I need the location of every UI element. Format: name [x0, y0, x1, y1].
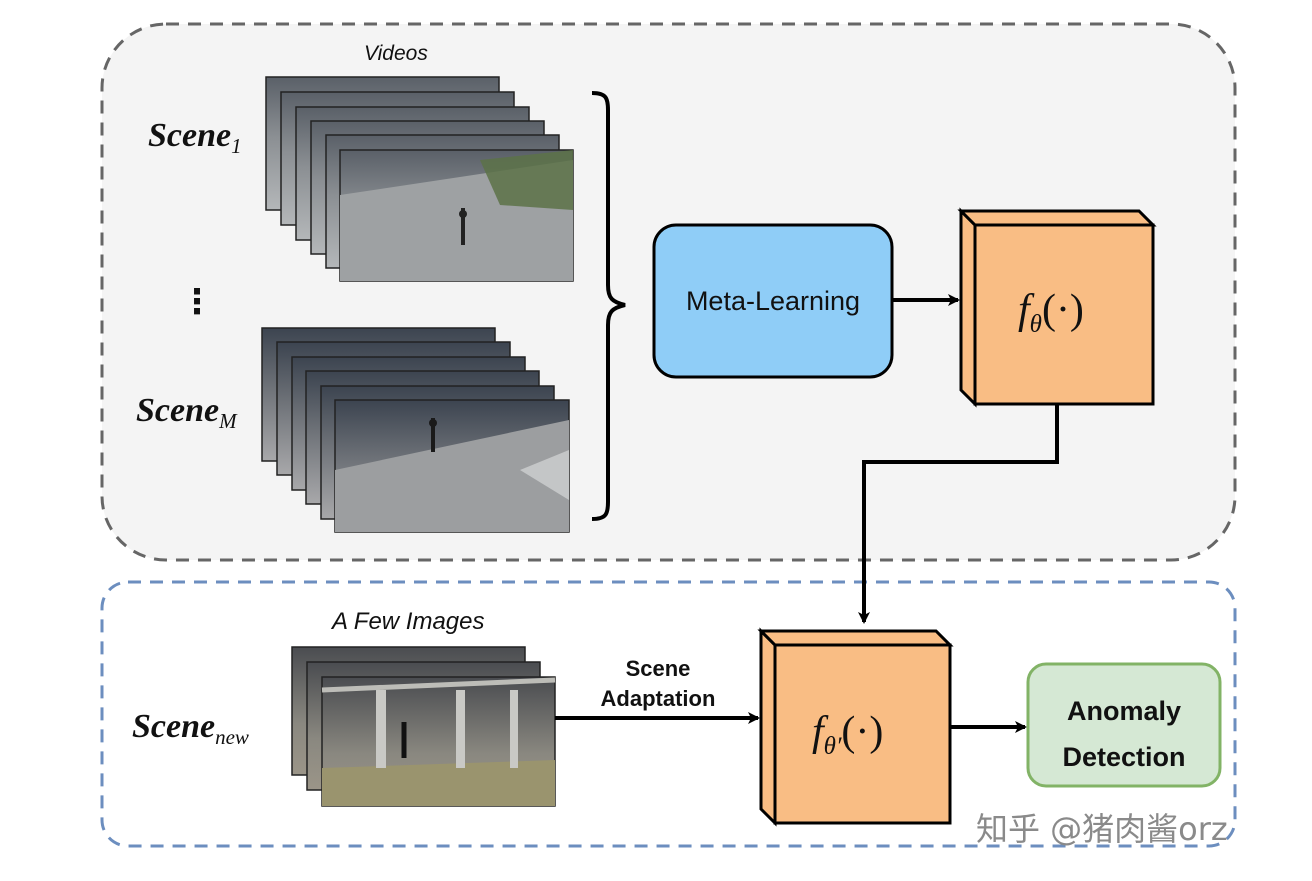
anomaly-line1: Anomaly	[1066, 696, 1182, 726]
anomaly-detection-box	[1026, 662, 1222, 788]
new-scene-image-stack	[291, 646, 556, 807]
scene-m-video-stack	[261, 327, 570, 533]
scene-adaptation-line2: Adaptation	[600, 686, 716, 711]
scene-new-base: Scene	[132, 708, 216, 745]
anomaly-detection-label: Anomaly Detection	[1028, 688, 1220, 780]
model-theta-f: f	[1018, 287, 1030, 333]
model-theta-prime-cube	[757, 627, 954, 827]
scene-adaptation-label: Scene Adaptation	[580, 654, 736, 714]
scene-m-label: SceneM	[136, 392, 237, 434]
scene-adaptation-line1: Scene	[625, 656, 691, 681]
model-theta-prime-f: f	[812, 709, 824, 755]
scene-1-subscript: 1	[231, 134, 242, 158]
model-theta-prime-subscript: θ′	[823, 733, 842, 760]
scene-m-subscript: M	[219, 409, 237, 433]
model-theta-prime-args: (·)	[841, 709, 884, 755]
model-theta-label: fθ(·)	[1018, 286, 1084, 339]
scene-1-label: Scene1	[148, 117, 242, 159]
model-theta-subscript: θ	[1029, 311, 1042, 338]
scene-new-label: Scenenew	[132, 708, 249, 750]
scene-m-base: Scene	[136, 392, 220, 429]
meta-learning-label: Meta-Learning	[685, 286, 861, 316]
arrow-model-to-adapted-model	[858, 404, 1059, 624]
scene-1-base: Scene	[148, 117, 232, 154]
scene-new-subscript: new	[215, 725, 249, 749]
model-theta-args: (·)	[1041, 287, 1084, 333]
model-theta-prime-label: fθ′(·)	[812, 708, 883, 761]
grouping-brace	[591, 91, 626, 521]
model-theta-cube	[957, 207, 1157, 408]
bottom-group-container	[100, 580, 1237, 848]
scene-1-video-stack	[265, 76, 574, 282]
anomaly-line2: Detection	[1062, 742, 1186, 772]
videos-caption: Videos	[364, 42, 428, 65]
ellipsis: ⋮	[180, 282, 214, 322]
images-caption: A Few Images	[332, 608, 485, 635]
watermark: 知乎 @猪肉酱orz	[976, 810, 1228, 848]
